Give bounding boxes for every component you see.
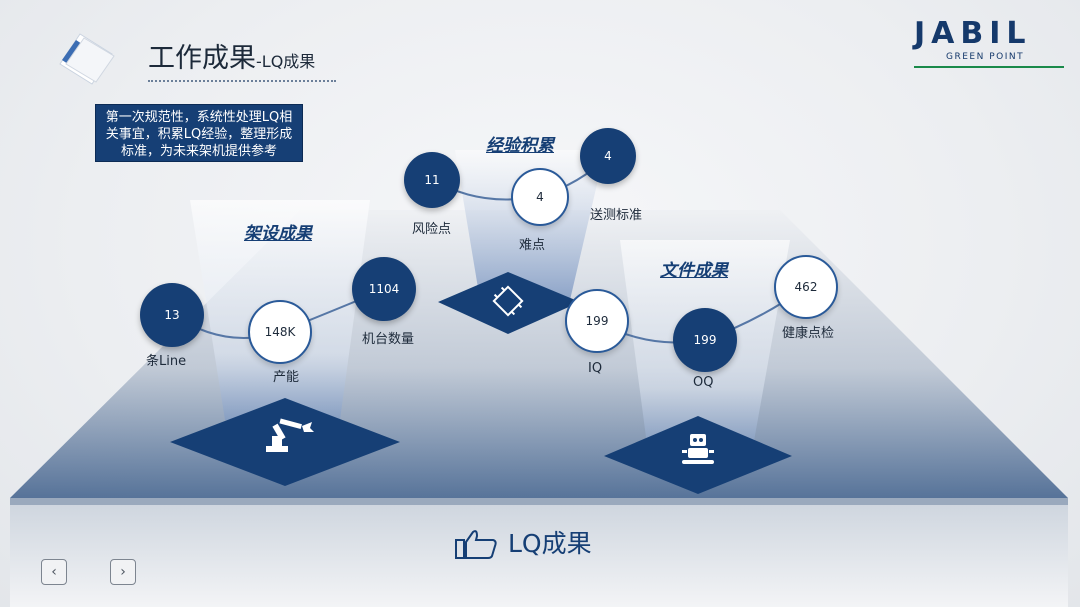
stat-circle: 4 bbox=[580, 128, 636, 184]
stat-circle: 13 bbox=[140, 283, 204, 347]
prev-slide-button[interactable]: ‹ bbox=[41, 559, 67, 585]
platform-experience bbox=[438, 272, 580, 334]
section-title-experience: 经验积累 bbox=[486, 136, 554, 156]
header-diamond-icon bbox=[59, 33, 115, 85]
stat-label: 健康点检 bbox=[782, 326, 835, 341]
section-title-document: 文件成果 bbox=[660, 261, 728, 281]
next-slide-button[interactable]: › bbox=[110, 559, 136, 585]
stat-circle: 4 bbox=[511, 168, 569, 226]
brand-tagline: GREEN POINT bbox=[946, 52, 1025, 62]
brand-logo: JABIL bbox=[914, 16, 1032, 51]
stat-circle: 199 bbox=[565, 289, 629, 353]
section-title-setup: 架设成果 bbox=[244, 224, 312, 244]
stat-label: IQ bbox=[588, 361, 603, 376]
brand-underline bbox=[914, 66, 1064, 68]
stat-circle: 199 bbox=[673, 308, 737, 372]
stat-label: 难点 bbox=[519, 238, 546, 253]
stat-circle: 11 bbox=[404, 152, 460, 208]
stat-label: 产能 bbox=[273, 370, 300, 385]
title-divider bbox=[148, 80, 336, 82]
stat-label: 条Line bbox=[146, 354, 187, 369]
platform-setup bbox=[170, 398, 400, 486]
robot-icon bbox=[682, 434, 714, 464]
stat-circle: 148K bbox=[248, 300, 312, 364]
stat-label: 风险点 bbox=[412, 222, 452, 237]
description-box: 第一次规范性，系统性处理LQ相关事宜，积累LQ经验，整理形成标准，为未来架机提供… bbox=[95, 104, 303, 162]
footer-label: LQ成果 bbox=[508, 529, 592, 558]
stat-label: 机台数量 bbox=[362, 332, 415, 347]
page-title: 工作成果-LQ成果 bbox=[148, 43, 316, 74]
stat-circle: 462 bbox=[774, 255, 838, 319]
page-subtitle: -LQ成果 bbox=[256, 52, 316, 71]
thumbs-up-icon bbox=[455, 530, 497, 559]
robot-arm-icon bbox=[266, 418, 314, 452]
chip-icon bbox=[492, 285, 524, 317]
stat-label: 送测标准 bbox=[590, 208, 643, 223]
stat-circle: 1104 bbox=[352, 257, 416, 321]
stat-label: OQ bbox=[693, 375, 714, 390]
